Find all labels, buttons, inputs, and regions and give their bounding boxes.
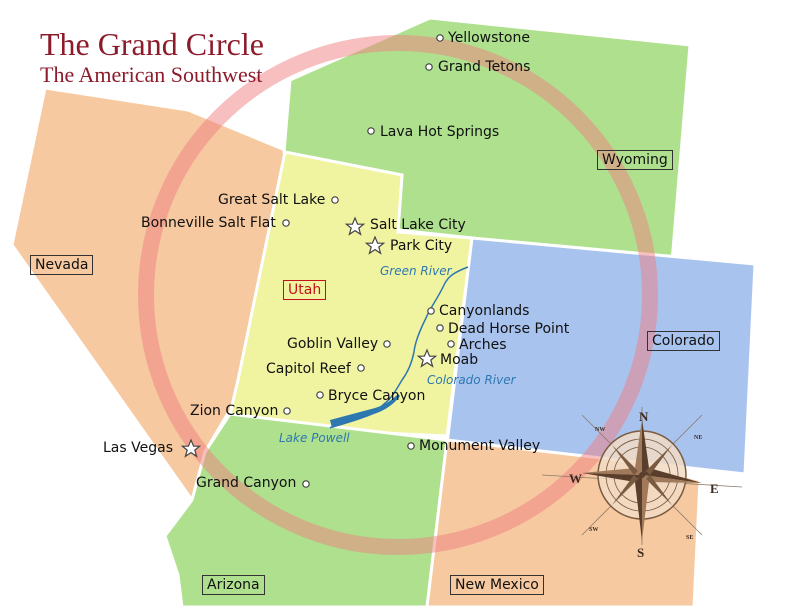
lava-hot-springs-dot bbox=[367, 127, 375, 135]
compass-ne-label: NE bbox=[694, 435, 702, 441]
dead-horse-point-dot bbox=[436, 324, 444, 332]
label-goblin-valley[interactable]: Goblin Valley bbox=[287, 336, 379, 352]
green-river-line bbox=[413, 266, 469, 353]
compass-nw-label: NW bbox=[595, 427, 605, 433]
label-lake-powell: Lake Powell bbox=[279, 431, 350, 445]
monument-valley-dot bbox=[407, 442, 415, 450]
label-grand-tetons[interactable]: Grand Tetons bbox=[438, 59, 531, 75]
state-label-utah[interactable]: Utah bbox=[283, 280, 327, 300]
compass-w-label: W bbox=[569, 471, 582, 486]
label-bryce-canyon[interactable]: Bryce Canyon bbox=[328, 388, 426, 404]
state-label-nevada[interactable]: Nevada bbox=[30, 255, 94, 275]
label-monument-valley[interactable]: Monument Valley bbox=[419, 438, 541, 454]
grand-circle-ring bbox=[138, 35, 658, 555]
label-arches[interactable]: Arches bbox=[459, 337, 507, 353]
label-colorado-river: Colorado River bbox=[427, 373, 516, 387]
city-markers bbox=[180, 216, 438, 458]
yellowstone-dot bbox=[436, 34, 444, 42]
canyonlands-dot bbox=[427, 307, 435, 315]
las-vegas-star-icon bbox=[180, 438, 202, 458]
title-line-1: The Grand Circle bbox=[40, 26, 264, 62]
capitol-reef-dot bbox=[357, 364, 365, 372]
label-yellowstone[interactable]: Yellowstone bbox=[448, 30, 530, 46]
bonneville-salt-flat-dot bbox=[282, 219, 290, 227]
label-zion-canyon[interactable]: Zion Canyon bbox=[190, 403, 279, 419]
lake-powell-shape bbox=[330, 394, 400, 428]
label-bonneville-salt-flat[interactable]: Bonneville Salt Flat bbox=[141, 215, 276, 231]
label-las-vegas[interactable]: Las Vegas bbox=[103, 440, 173, 456]
great-salt-lake-dot bbox=[331, 196, 339, 204]
label-great-salt-lake[interactable]: Great Salt Lake bbox=[218, 192, 326, 208]
label-lava-hot-springs[interactable]: Lava Hot Springs bbox=[380, 124, 500, 140]
bryce-canyon-dot bbox=[316, 391, 324, 399]
state-colorado[interactable] bbox=[445, 236, 757, 476]
place-markers bbox=[282, 34, 455, 488]
arches-dot bbox=[447, 340, 455, 348]
label-grand-canyon[interactable]: Grand Canyon bbox=[196, 475, 297, 491]
goblin-valley-dot bbox=[383, 340, 391, 348]
label-canyonlands[interactable]: Canyonlands bbox=[439, 303, 530, 319]
label-green-river: Green River bbox=[380, 264, 452, 278]
park-city-star-icon bbox=[364, 235, 386, 255]
label-capitol-reef[interactable]: Capitol Reef bbox=[266, 361, 351, 377]
label-park-city[interactable]: Park City bbox=[390, 238, 453, 254]
state-label-new-mexico[interactable]: New Mexico bbox=[450, 575, 544, 595]
map-title: The Grand Circle The American Southwest bbox=[40, 28, 264, 86]
compass-n-label: N bbox=[639, 409, 649, 424]
moab-star-icon bbox=[416, 348, 438, 368]
grand-tetons-dot bbox=[425, 63, 433, 71]
salt-lake-city-star-icon bbox=[344, 216, 366, 236]
title-line-2: The American Southwest bbox=[40, 62, 263, 87]
grand-canyon-dot bbox=[302, 480, 310, 488]
zion-canyon-dot bbox=[283, 407, 291, 415]
compass-rose-icon: N S E W NW NE SW SE bbox=[541, 407, 743, 560]
compass-se-label: SE bbox=[686, 535, 693, 541]
state-label-wyoming[interactable]: Wyoming bbox=[597, 150, 673, 170]
label-moab[interactable]: Moab bbox=[440, 352, 479, 368]
state-label-arizona[interactable]: Arizona bbox=[202, 575, 265, 595]
label-salt-lake-city[interactable]: Salt Lake City bbox=[370, 217, 466, 233]
compass-s-label: S bbox=[637, 545, 644, 560]
compass-e-label: E bbox=[710, 481, 719, 496]
label-dead-horse-point[interactable]: Dead Horse Point bbox=[448, 321, 570, 337]
state-label-colorado[interactable]: Colorado bbox=[647, 331, 720, 351]
compass-sw-label: SW bbox=[589, 527, 598, 533]
